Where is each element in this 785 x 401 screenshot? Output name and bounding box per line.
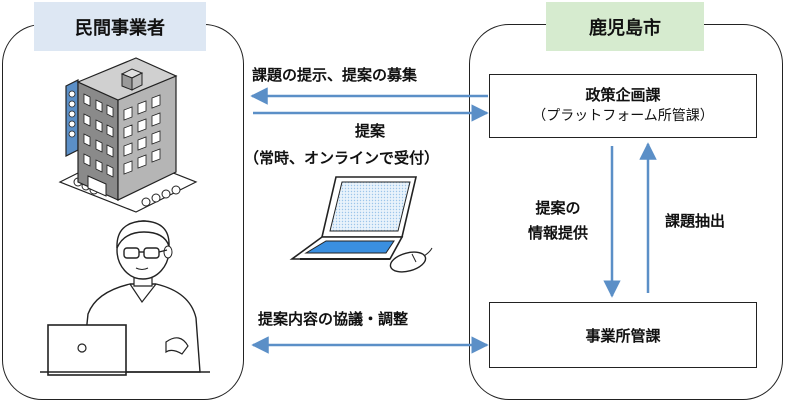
kagoshima-city-header: 鹿児島市 [546,2,704,51]
building-icon [58,57,198,213]
business-dept-box: 事業所管課 [489,302,757,368]
laptop-icon [289,176,418,260]
policy-planning-box: 政策企画課 （プラットフォーム所管課） [489,74,757,138]
business-dept-title: 事業所管課 [585,326,661,345]
discussion-label: 提案内容の協議・調整 [258,310,409,328]
person-with-laptop-icon [40,220,210,376]
private-sector-header: 民間事業者 [34,2,206,51]
policy-planning-title: 政策企画課 [585,86,661,104]
proposal-subtitle: （常時、オンラインで受付） [244,149,440,167]
policy-planning-subtitle: （プラットフォーム所管課） [532,108,714,124]
share-label-line2: 情報提供 [527,224,588,242]
extract-label: 課題抽出 [665,212,726,230]
proposal-title: 提案 [354,122,385,140]
share-label-line1: 提案の [535,199,581,217]
mouse-icon [389,247,433,273]
top-arrow-label: 課題の提示、提案の募集 [252,66,418,84]
